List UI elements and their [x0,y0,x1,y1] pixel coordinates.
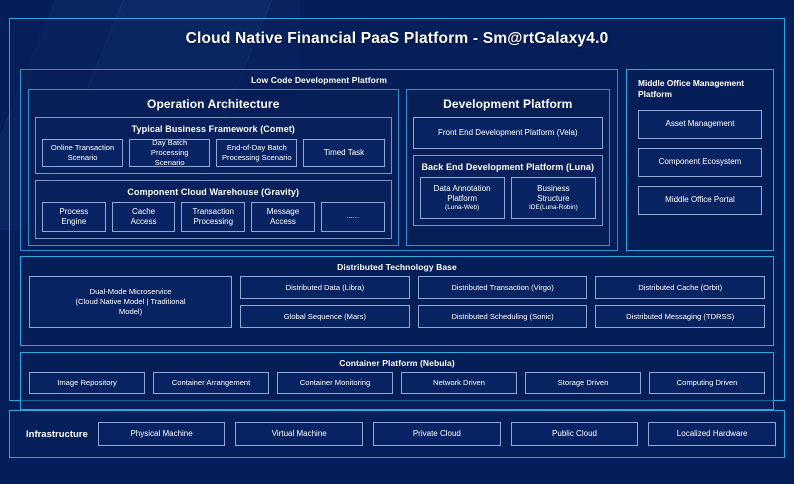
platform-main-frame: Cloud Native Financial PaaS Platform - S… [9,18,785,410]
page-title: Cloud Native Financial PaaS Platform - S… [185,30,609,47]
operation-architecture-title: Operation Architecture [147,97,280,111]
operation-architecture-panel: Operation Architecture Typical Business … [28,89,399,246]
dtb-column-1: Distributed Data (Libra) Global Sequence… [240,276,410,328]
dtb-dualmode-line1: Dual-Mode Microservice [89,287,172,297]
dtb-item-distributed-data[interactable]: Distributed Data (Libra) [240,276,410,299]
ccw-item-line1: Process [59,206,89,216]
be-item-line1: Business [537,183,570,193]
tbf-item-line2: Scenario [67,153,98,162]
dtb-item-dual-mode-microservice[interactable]: Dual-Mode Microservice (Cloud Native Mod… [29,276,233,328]
be-item-line2: Platform [447,193,478,203]
be-item-line2: Structure [537,193,570,203]
infrastructure-item-virtual-machine[interactable]: Virtual Machine [235,422,364,446]
front-end-development-platform-cell[interactable]: Front End Development Platform (Vela) [412,117,603,149]
be-item-business-structure-ide[interactable]: Business Structure IDE(Luna-Robin) [510,177,597,219]
be-item-line3: IDE(Luna-Robin) [529,204,578,212]
dtb-item-distributed-transaction[interactable]: Distributed Transaction (Virgo) [417,276,588,299]
infrastructure-item-public-cloud[interactable]: Public Cloud [510,422,639,446]
infrastructure-label: Infrastructure [26,428,88,440]
container-item-image-repository[interactable]: Image Repository [29,372,145,394]
ccw-item-line1: …… [346,212,360,220]
container-item-computing-driven[interactable]: Computing Driven [649,372,765,394]
tbf-item-online-transaction[interactable]: Online Transaction Scenario [42,139,124,167]
development-platform-title: Development Platform [443,97,573,111]
infrastructure-item-physical-machine[interactable]: Physical Machine [97,422,226,446]
dtb-column-2: Distributed Transaction (Virgo) Distribu… [417,276,588,328]
be-item-line3: (Luna-Web) [445,204,480,212]
tbf-item-line2: Scenario [154,157,185,167]
be-item-data-annotation-platform[interactable]: Data Annotation Platform (Luna-Web) [419,177,505,219]
container-platform-panel: Container Platform (Nebula) Image Reposi… [20,352,774,410]
ccw-item-process-engine[interactable]: Process Engine [42,202,106,232]
tbf-item-line1: Timed Task [323,147,365,157]
container-platform-title: Container Platform (Nebula) [339,358,455,368]
ccw-item-line2: Engine [61,217,87,226]
middle-office-platform-title: Middle Office Management Platform [638,78,745,100]
top-row: Low Code Development Platform Operation … [20,69,774,251]
middle-office-item-component-ecosystem[interactable]: Component Ecosystem [638,147,762,177]
ccw-item-line1: Transaction [192,206,235,216]
tbf-item-day-batch-processing[interactable]: Day Batch Processing Scenario [129,138,211,167]
low-code-platform-body: Operation Architecture Typical Business … [21,89,617,253]
middle-office-items: Asset Management Component Ecosystem Mid… [638,109,762,241]
container-item-container-arrangement[interactable]: Container Arrangement [153,372,269,394]
ccw-item-message-access[interactable]: Message Access [251,202,315,232]
infrastructure-items: Physical Machine Virtual Machine Private… [97,422,776,446]
dtb-item-distributed-scheduling[interactable]: Distributed Scheduling (Sonic) [417,305,588,328]
dtb-dualmode-line3: Model) [118,306,143,316]
ccw-item-line2: Access [270,217,296,226]
container-platform-items: Image Repository Container Arrangement C… [21,372,773,401]
ccw-item-more-ellipsis[interactable]: …… [320,202,385,232]
development-platform-body: Front End Development Platform (Vela) Ba… [407,117,609,232]
component-cloud-warehouse-title: Component Cloud Warehouse (Gravity) [127,187,300,197]
container-item-storage-driven[interactable]: Storage Driven [525,372,641,394]
tbf-item-line1: End-of-Day Batch [226,143,287,153]
typical-business-framework-items: Online Transaction Scenario Day Batch Pr… [36,138,391,167]
middle-office-item-asset-management[interactable]: Asset Management [638,109,762,139]
container-item-container-monitoring[interactable]: Container Monitoring [277,372,393,394]
middle-office-management-platform-panel: Middle Office Management Platform Asset … [626,69,774,251]
tbf-item-line2: Processing Scenario [221,153,292,162]
back-end-development-platform-panel: Back End Development Platform (Luna) Dat… [412,155,603,226]
dtb-item-distributed-messaging[interactable]: Distributed Messaging (TDRSS) [595,305,765,328]
container-item-network-driven[interactable]: Network Driven [401,372,517,394]
ccw-item-cache-access[interactable]: Cache Access [111,202,176,232]
distributed-technology-base-body: Dual-Mode Microservice (Cloud Native Mod… [21,276,773,336]
ccw-item-line1: Cache [131,206,156,216]
development-platform-panel: Development Platform Front End Developme… [405,89,610,246]
tbf-item-timed-task[interactable]: Timed Task [303,139,385,167]
ccw-item-line2: Processing [193,217,234,226]
dtb-item-global-sequence[interactable]: Global Sequence (Mars) [240,305,410,328]
infrastructure-item-localized-hardware[interactable]: Localized Hardware [648,422,776,446]
dtb-item-distributed-cache[interactable]: Distributed Cache (Orbit) [595,276,765,299]
low-code-development-platform-panel: Low Code Development Platform Operation … [20,69,618,251]
typical-business-framework-title: Typical Business Framework (Comet) [131,124,295,134]
distributed-technology-base-title: Distributed Technology Base [337,262,457,272]
low-code-platform-title: Low Code Development Platform [250,75,388,85]
ccw-item-line2: Access [130,217,157,226]
distributed-technology-base-panel: Distributed Technology Base Dual-Mode Mi… [20,256,774,346]
ccw-item-transaction-processing[interactable]: Transaction Processing [181,202,246,232]
tbf-item-line1: Day Batch Processing [150,138,189,158]
dtb-dualmode-line2: (Cloud Native Model | Traditional [75,297,186,307]
infrastructure-item-private-cloud[interactable]: Private Cloud [373,422,501,446]
middle-office-item-middle-office-portal[interactable]: Middle Office Portal [638,185,762,215]
infrastructure-frame: Infrastructure Physical Machine Virtual … [9,410,785,458]
back-end-development-platform-items: Data Annotation Platform (Luna-Web) Busi… [414,177,602,219]
component-cloud-warehouse-items: Process Engine Cache Access [36,202,391,232]
ccw-item-line1: Message [266,206,300,216]
dtb-column-3: Distributed Cache (Orbit) Distributed Me… [595,276,765,328]
typical-business-framework-panel: Typical Business Framework (Comet) Onlin… [35,117,392,174]
back-end-development-platform-title: Back End Development Platform (Luna) [421,162,595,172]
be-item-line1: Data Annotation [433,183,491,193]
tbf-item-end-of-day-batch[interactable]: End-of-Day Batch Processing Scenario [216,139,298,167]
tbf-item-line1: Online Transaction [50,143,115,153]
component-cloud-warehouse-panel: Component Cloud Warehouse (Gravity) Proc… [35,180,392,239]
